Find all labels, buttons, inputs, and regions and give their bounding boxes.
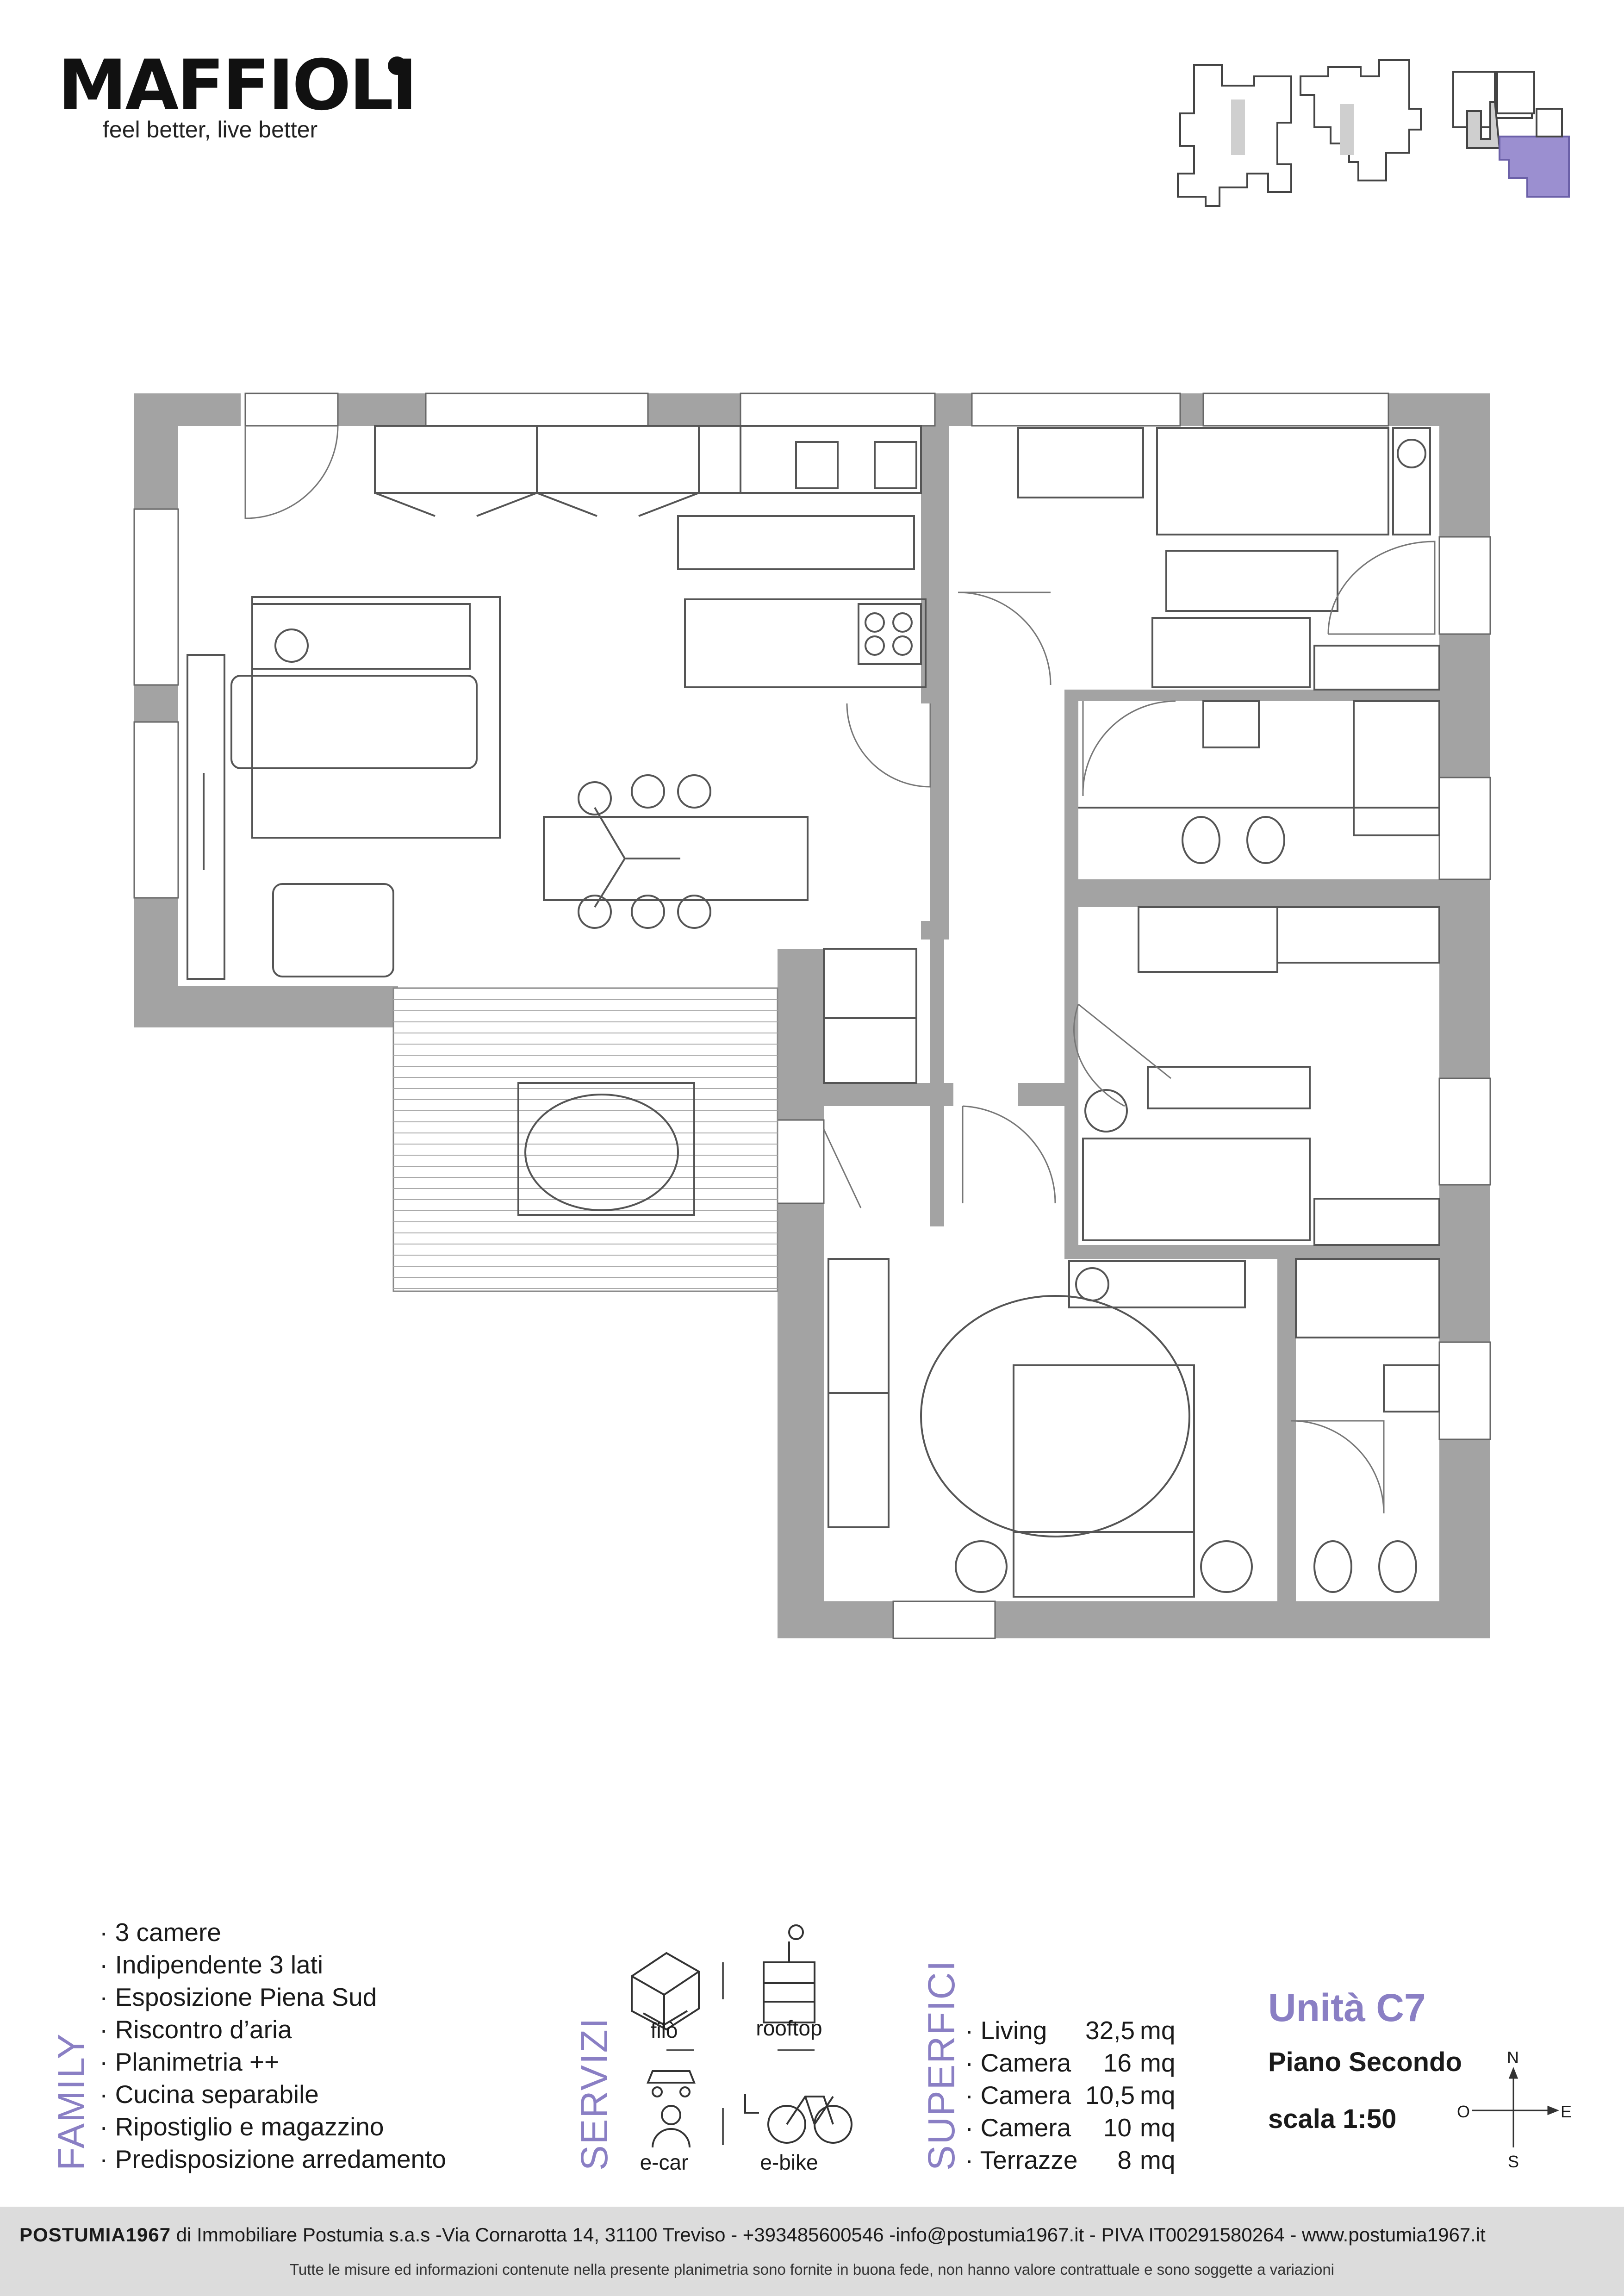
surfaces-table: Living 32,5 mq Camera 16 mq Camera 10,5 … [965,2014,1209,2176]
service-label-filo: filò [650,2018,678,2042]
list-item: 3 camere [100,1916,446,1948]
list-item: Predisposizione arredamento [100,2143,446,2175]
brand-tagline: feel better, live better [103,117,318,143]
compass-east: E [1561,2102,1572,2121]
compass-west: O [1457,2102,1470,2121]
doors [244,425,1436,1514]
footer-company-info: di Immobiliare Postumia s.a.s -Via Corna… [176,2224,1486,2246]
footer-contact: POSTUMIA1967 di Immobiliare Postumia s.a… [19,2224,1486,2246]
list-item: Ripostiglio e magazzino [100,2110,446,2143]
furniture [187,425,1440,1598]
terrace-decking [392,987,778,1292]
list-item: Esposizione Piena Sud [100,1981,446,2013]
list-item: Planimetria ++ [100,2046,446,2078]
table-row: Terrazze 8 mq [965,2144,1209,2176]
e-bike-icon [744,2094,852,2144]
compass-icon [1472,2066,1560,2147]
rooftop-icon [763,1924,815,2023]
list-item: Cucina separabile [100,2078,446,2110]
list-item: Riscontro d’aria [100,2013,446,2046]
service-label-e-bike: e-bike [760,2150,818,2174]
unit-key-plan [1452,71,1570,198]
windows [133,392,1491,1639]
e-car-icon [647,2070,696,2148]
logo-dot [388,56,406,75]
footer-disclaimer: Tutte le misure ed informazioni contenut… [289,2261,1335,2278]
table-row: Camera 16 mq [965,2047,1209,2079]
filo-icon [631,1952,700,2031]
compass-south: S [1508,2152,1519,2171]
exterior-walls [134,393,1490,1638]
scale-label: scala 1:50 [1268,2104,1397,2134]
table-row: Camera 10,5 mq [965,2079,1209,2111]
footer-brand: POSTUMIA1967 [19,2224,171,2246]
family-features-list: 3 camere Indipendente 3 lati Esposizione… [100,1916,446,2175]
service-label-e-car: e-car [640,2150,689,2174]
building-key-plan [1177,59,1422,207]
brand-logo: MAFFIOLI [58,45,417,126]
service-label-rooftop: rooftop [756,2016,822,2040]
family-title: FAMILY [50,2033,93,2171]
footer-bar [0,2207,1624,2296]
floor-label: Piano Secondo [1268,2047,1462,2077]
superfici-title: SUPERFICI [921,1960,963,2171]
table-row: Living 32,5 mq [965,2014,1209,2047]
list-item: Indipendente 3 lati [100,1948,446,1981]
table-row: Camera 10 mq [965,2111,1209,2144]
unit-title: Unità C7 [1268,1986,1426,2029]
compass-north: N [1507,2048,1519,2067]
